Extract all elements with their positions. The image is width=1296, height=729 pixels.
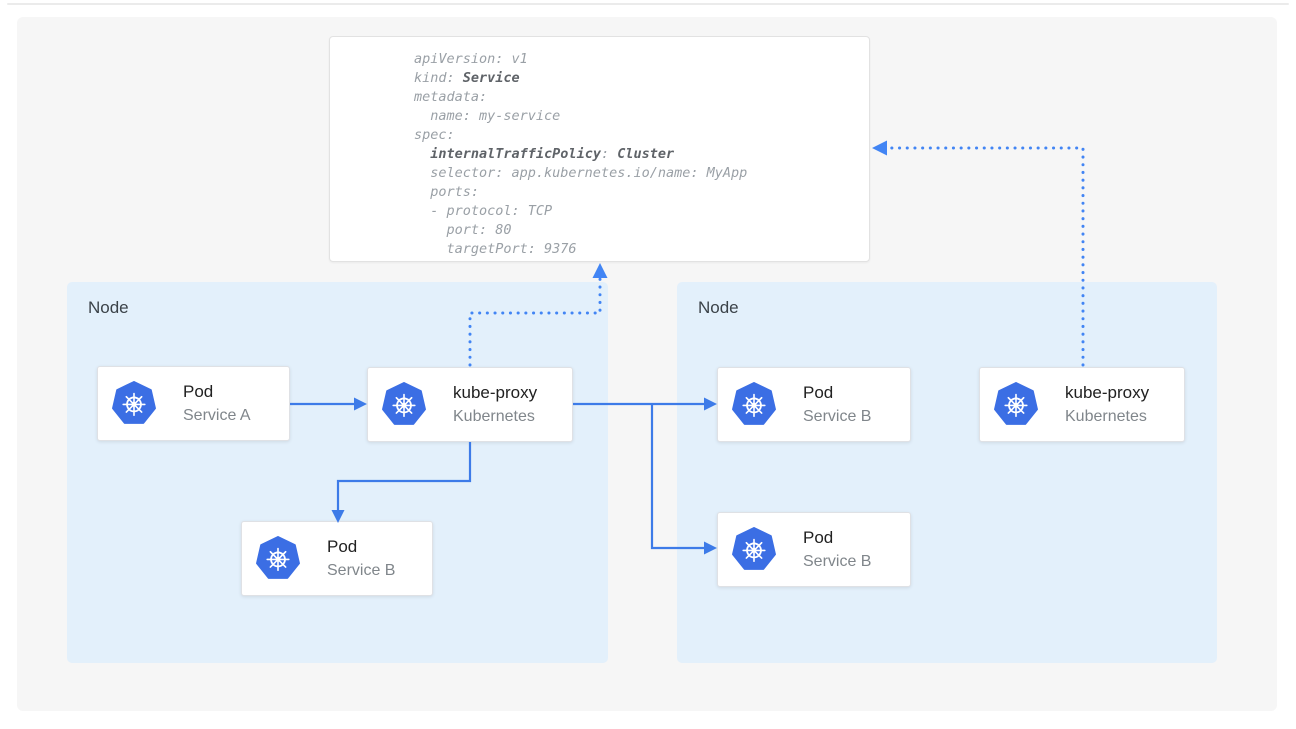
node-label: Node — [698, 298, 739, 317]
card-subtitle: Service B — [327, 562, 396, 579]
node-left: Node Pod Service A kube-proxy Kubernetes — [67, 282, 608, 663]
card-title: Pod — [183, 382, 214, 401]
card-title: Pod — [803, 383, 834, 402]
pod-service-b-card-right-2: Pod Service B — [717, 512, 911, 587]
kube-proxy-card-right: kube-proxy Kubernetes — [979, 367, 1185, 442]
node-label: Node — [88, 298, 129, 317]
card-subtitle: Kubernetes — [1065, 408, 1147, 425]
card-title: kube-proxy — [453, 383, 538, 402]
card-subtitle: Kubernetes — [453, 408, 535, 425]
kubernetes-icon — [993, 382, 1039, 427]
card-title: Pod — [327, 537, 358, 556]
pod-service-a-card: Pod Service A — [97, 366, 290, 441]
card-subtitle: Service B — [803, 553, 872, 570]
kubernetes-icon — [111, 381, 157, 426]
kubernetes-icon — [731, 382, 777, 427]
card-title: Pod — [803, 528, 834, 547]
card-title: kube-proxy — [1065, 383, 1150, 402]
kube-proxy-card-left: kube-proxy Kubernetes — [367, 367, 573, 442]
top-divider — [7, 3, 1289, 5]
kubernetes-icon — [731, 527, 777, 572]
pod-service-b-card-left: Pod Service B — [241, 521, 433, 596]
node-right: Node Pod Service B Pod Service B — [677, 282, 1217, 663]
card-subtitle: Service B — [803, 408, 872, 425]
card-subtitle: Service A — [183, 407, 251, 424]
pod-service-b-card-right-1: Pod Service B — [717, 367, 911, 442]
kubernetes-icon — [381, 382, 427, 427]
kubernetes-icon — [255, 536, 301, 581]
